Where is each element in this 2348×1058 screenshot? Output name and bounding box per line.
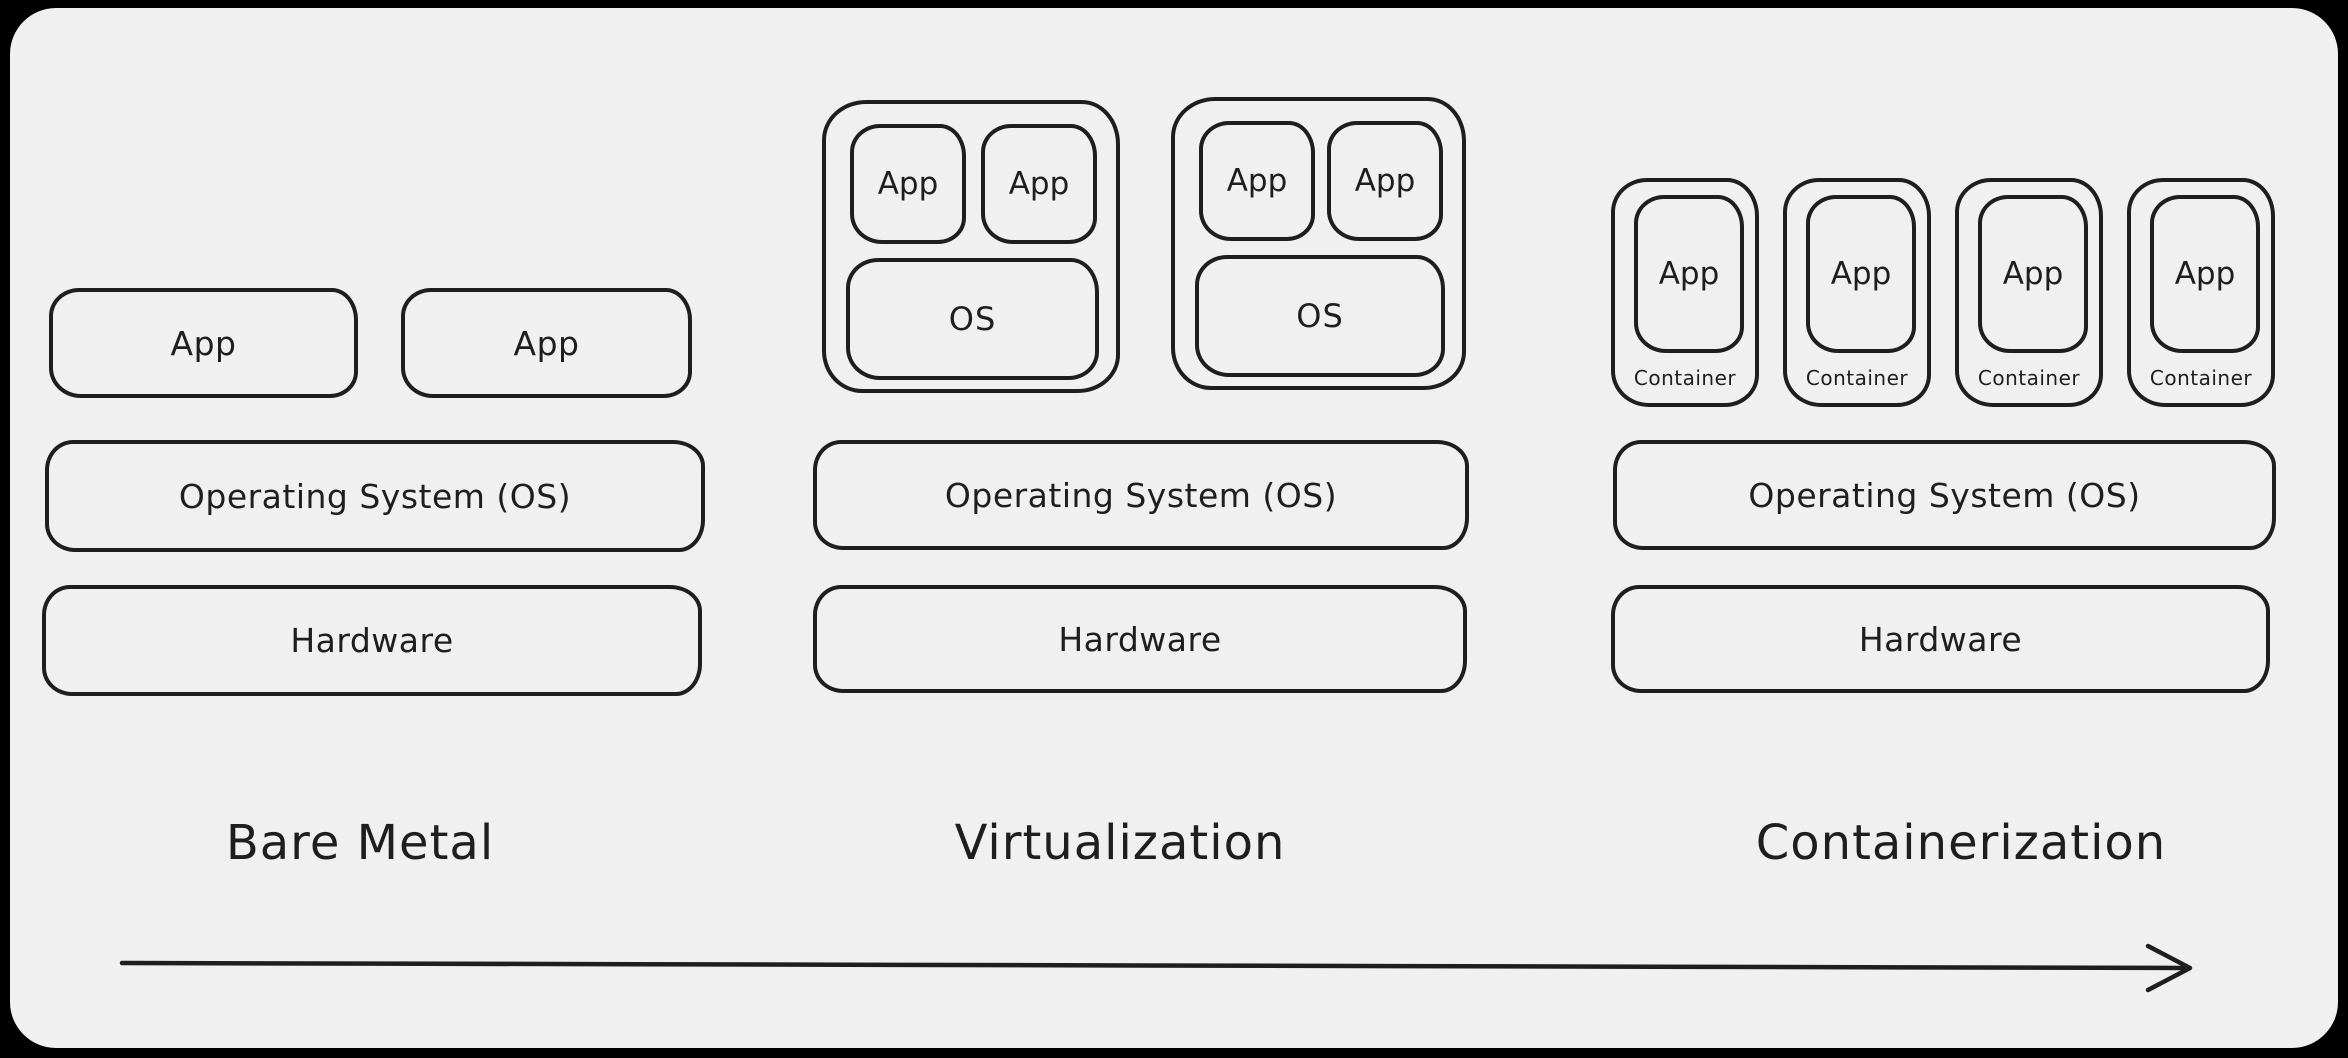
arrow-head-icon — [2145, 943, 2193, 993]
progression-arrow — [119, 943, 2193, 993]
vm-app-box: App — [1199, 121, 1315, 241]
container-app-box: App — [1634, 195, 1744, 353]
vm-box: App App OS — [822, 100, 1120, 393]
vm-app-box: App — [850, 124, 966, 244]
container-box: App Container — [1783, 178, 1931, 407]
bare-metal-app-box: App — [401, 288, 692, 398]
container-app-box: App — [1806, 195, 1916, 353]
arrow-shaft — [119, 960, 2189, 971]
bare-metal-hardware-box: Hardware — [42, 585, 702, 696]
container-caption: Container — [1633, 366, 1737, 390]
vm-app-box: App — [981, 124, 1097, 244]
bare-metal-os-box: Operating System (OS) — [45, 440, 705, 552]
container-caption: Container — [1805, 366, 1909, 390]
bare-metal-label: Bare Metal — [225, 815, 495, 871]
container-app-box: App — [1978, 195, 2088, 353]
container-caption: Container — [2149, 366, 2253, 390]
container-caption: Container — [1977, 366, 2081, 390]
containerization-hardware-box: Hardware — [1611, 585, 2270, 693]
vm-box: App App OS — [1171, 97, 1466, 390]
containerization-label: Containerization — [1755, 815, 2167, 871]
vm-os-box: OS — [1195, 255, 1445, 377]
vm-app-box: App — [1327, 121, 1443, 241]
virtualization-hardware-box: Hardware — [813, 585, 1467, 693]
virtualization-os-box: Operating System (OS) — [813, 440, 1469, 550]
vm-os-box: OS — [846, 258, 1099, 380]
container-box: App Container — [1611, 178, 1759, 407]
container-box: App Container — [1955, 178, 2103, 407]
virtualization-label: Virtualization — [954, 815, 1286, 871]
container-box: App Container — [2127, 178, 2275, 407]
bare-metal-app-box: App — [49, 288, 358, 398]
container-app-box: App — [2150, 195, 2260, 353]
containerization-os-box: Operating System (OS) — [1613, 440, 2276, 550]
